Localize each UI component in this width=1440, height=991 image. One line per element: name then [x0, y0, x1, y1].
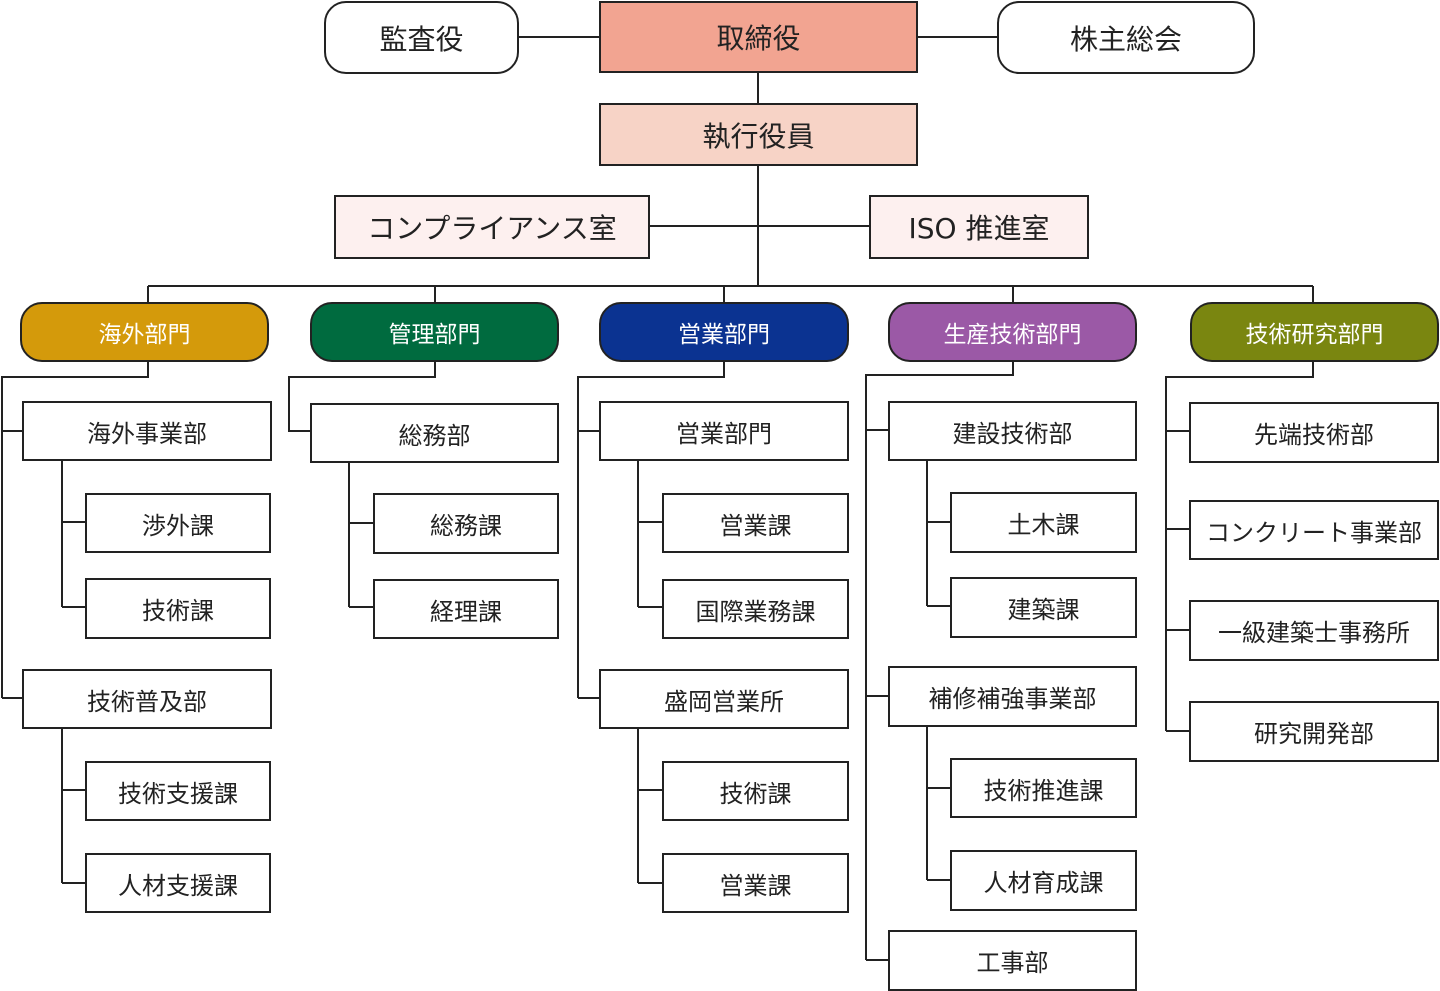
- unit-box: 総務部: [310, 403, 559, 463]
- auditor-box: 監査役: [324, 1, 519, 74]
- unit-box: 人材支援課: [85, 853, 271, 913]
- unit-box: 技術推進課: [950, 758, 1137, 818]
- executive-box: 執行役員: [599, 103, 918, 166]
- unit-box: 先端技術部: [1189, 402, 1439, 463]
- unit-box: 経理課: [373, 579, 559, 639]
- division-sales: 営業部門: [599, 302, 849, 362]
- iso-box: ISO 推進室: [869, 195, 1089, 259]
- unit-box: 海外事業部: [22, 401, 272, 461]
- division-admin: 管理部門: [310, 302, 559, 362]
- unit-box: 研究開発部: [1189, 701, 1439, 762]
- division-overseas: 海外部門: [20, 302, 269, 362]
- board-box: 取締役: [599, 1, 918, 73]
- division-production: 生産技術部門: [888, 302, 1137, 362]
- shareholders-box: 株主総会: [997, 1, 1255, 74]
- unit-box: 盛岡営業所: [599, 669, 849, 729]
- unit-box: 補修補強事業部: [888, 666, 1137, 727]
- division-research: 技術研究部門: [1190, 302, 1439, 362]
- unit-box: 一級建築士事務所: [1189, 600, 1439, 661]
- unit-box: 土木課: [950, 492, 1137, 553]
- unit-box: 建設技術部: [888, 401, 1137, 461]
- unit-box: コンクリート事業部: [1189, 500, 1439, 560]
- unit-box: 技術課: [662, 761, 849, 821]
- unit-box: 総務課: [373, 493, 559, 554]
- unit-box: 営業課: [662, 493, 849, 553]
- compliance-box: コンプライアンス室: [334, 195, 650, 259]
- unit-box: 国際業務課: [662, 579, 849, 639]
- unit-box: 技術普及部: [22, 669, 272, 729]
- unit-box: 技術支援課: [85, 761, 271, 821]
- unit-box: 人材育成課: [950, 850, 1137, 911]
- unit-box: 技術課: [85, 578, 271, 639]
- unit-box: 営業課: [662, 853, 849, 913]
- unit-box: 渉外課: [85, 493, 271, 553]
- unit-box: 営業部門: [599, 401, 849, 461]
- unit-box: 建築課: [950, 577, 1137, 638]
- unit-box: 工事部: [888, 930, 1137, 991]
